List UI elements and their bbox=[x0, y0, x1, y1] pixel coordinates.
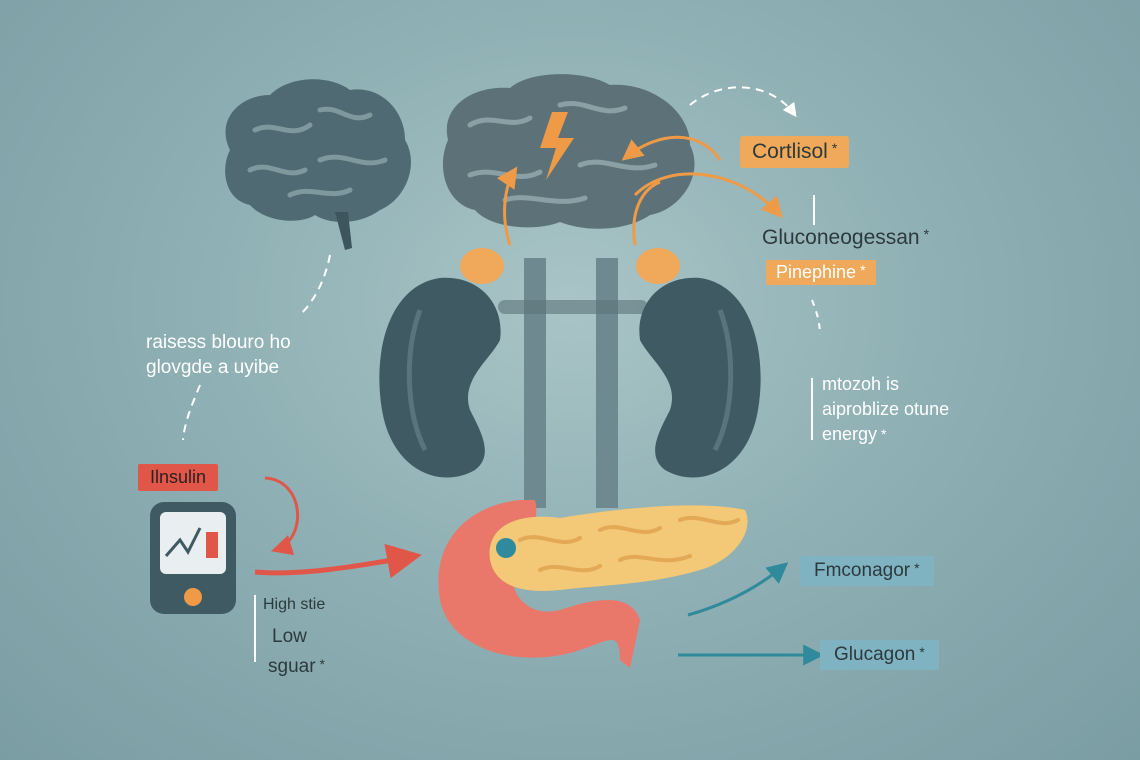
fmconagor-label: Fmconagor bbox=[814, 560, 911, 581]
asterisk-mark: * bbox=[881, 426, 887, 442]
cortisol-label: Cortlisol bbox=[752, 140, 828, 163]
high-sugar-label: High stie bbox=[263, 596, 325, 614]
pancreas-icon bbox=[489, 505, 748, 591]
glucagon-label: Glucagon bbox=[834, 644, 916, 665]
epinephrine-tag: Pinephine* bbox=[766, 260, 876, 285]
brain-icon bbox=[225, 79, 411, 250]
cortisol-tag: Cortlisol* bbox=[740, 136, 850, 168]
high-label: High bbox=[263, 596, 296, 613]
low-label: Low bbox=[272, 626, 307, 647]
metab-line-3: energy bbox=[822, 424, 878, 444]
brain-lightning-icon bbox=[442, 74, 695, 229]
asterisk-mark: * bbox=[831, 140, 838, 156]
asterisk-mark: * bbox=[319, 656, 325, 672]
kidney-icon bbox=[379, 277, 761, 478]
epinephrine-label: Pinephine bbox=[776, 262, 857, 282]
flow-arrows bbox=[182, 86, 825, 666]
spine-vessels bbox=[498, 258, 648, 508]
raises-line-2: glovgde a uyibe bbox=[146, 357, 280, 378]
insulin-tag: Ilnsulin bbox=[138, 464, 219, 491]
asterisk-mark: * bbox=[919, 644, 925, 660]
metab-line-2: aiproblize otune bbox=[822, 399, 950, 419]
metab-line-1: mtozoh is bbox=[822, 374, 900, 394]
asterisk-mark: * bbox=[914, 560, 920, 576]
asterisk-mark: * bbox=[923, 226, 930, 242]
sugar-text: sguar bbox=[268, 656, 316, 677]
raises-line-1: raisess blouro ho bbox=[146, 332, 291, 353]
fmconagor-tag: Fmconagor* bbox=[800, 556, 934, 586]
bracket-lines bbox=[254, 195, 815, 662]
stomach-icon bbox=[438, 500, 640, 668]
sugar-label: sguar* bbox=[268, 656, 325, 678]
metabolize-energy-text: mtozoh is aiproblize otune energy* bbox=[822, 372, 949, 447]
glucagon-tag: Glucagon* bbox=[820, 640, 939, 670]
asterisk-mark: * bbox=[860, 262, 866, 278]
glucose-meter-icon bbox=[150, 502, 236, 614]
raises-blood-glucose-text: raisess blouro ho glovgde a uyibe bbox=[146, 330, 291, 380]
adrenal-gland-icon bbox=[460, 248, 680, 284]
high-suffix: stie bbox=[300, 596, 326, 613]
gluconeogenesis-label: Gluconeogessan* bbox=[762, 226, 929, 250]
insulin-label: Ilnsulin bbox=[150, 467, 207, 487]
gluconeogenesis-text: Gluconeogessan bbox=[762, 226, 920, 249]
